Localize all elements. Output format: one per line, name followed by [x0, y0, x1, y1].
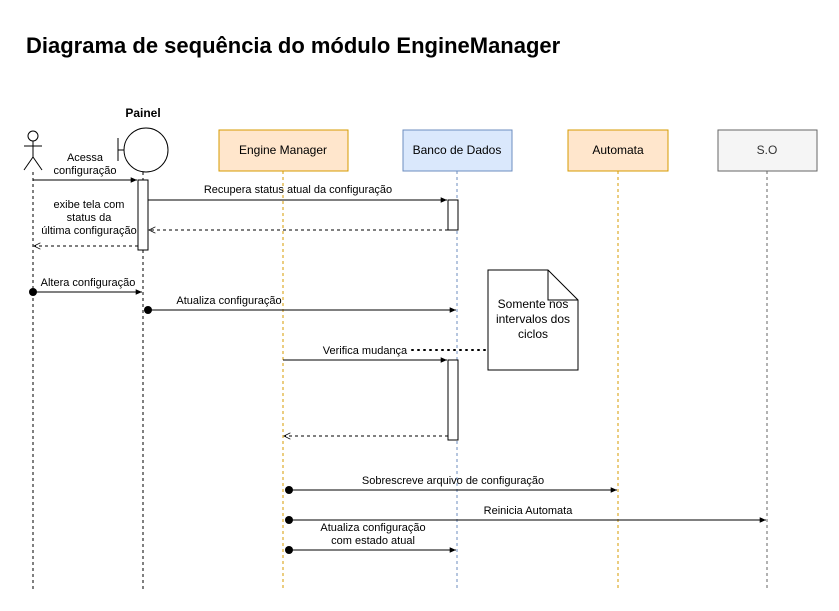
message-label-exibe-3: última configuração	[41, 225, 136, 237]
actor-icon	[23, 130, 43, 171]
message-label-recupera: Recupera status atual da configuração	[204, 184, 392, 196]
note-fold	[547, 270, 578, 301]
message-label-reinicia: Reinicia Automata	[484, 505, 574, 517]
engine-manager-label: Engine Manager	[239, 143, 327, 157]
automata-box	[567, 129, 669, 172]
note-text-1: Somente nos	[498, 297, 569, 311]
banco-activation-bar-2	[447, 359, 459, 441]
message-label-acessa-2: configuração	[54, 165, 117, 177]
message-label-sobrescreve: Sobrescreve arquivo de configuração	[362, 475, 544, 487]
so-label: S.O	[757, 143, 778, 157]
note-text-3: ciclos	[518, 327, 548, 341]
banco-activation-bar-1	[447, 199, 459, 231]
engine-manager-box	[218, 129, 349, 172]
message-label-estado-1: Atualiza configuração	[320, 522, 425, 534]
note-text-2: intervalos dos	[496, 312, 570, 326]
message-label-exibe-2: status da	[67, 212, 113, 224]
message-label-altera: Altera configuração	[41, 277, 136, 289]
message-label-estado-2: com estado atual	[331, 535, 415, 547]
message-label-atualiza: Atualiza configuração	[176, 295, 281, 307]
painel-label: Painel	[125, 106, 160, 120]
note-box	[487, 269, 579, 371]
message-label-verifica: Verifica mudança	[323, 345, 408, 357]
message-label-acessa-1: Acessa	[67, 152, 104, 164]
so-box	[717, 129, 818, 172]
banco-de-dados-box	[402, 129, 513, 172]
painel-activation-bar	[137, 179, 149, 251]
boundary-icon	[117, 127, 169, 173]
diagram-title: Diagrama de sequência do módulo EngineMa…	[26, 33, 561, 58]
message-label-exibe-1: exibe tela com	[54, 199, 125, 211]
banco-de-dados-label: Banco de Dados	[413, 143, 502, 157]
automata-label: Automata	[592, 143, 644, 157]
